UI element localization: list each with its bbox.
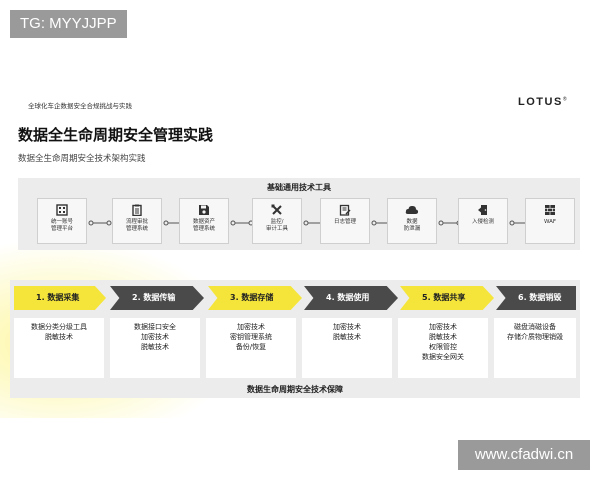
tool-approval-system: 流程审批管理系统 bbox=[112, 198, 162, 244]
stage-item: 数据安全网关 bbox=[422, 353, 464, 361]
tool-label: 统一账号管理平台 bbox=[50, 219, 73, 232]
stage-collect-header: 1. 数据采集 bbox=[14, 286, 106, 310]
tool-audit: 监控/审计工具 bbox=[252, 198, 302, 244]
tools-icon bbox=[271, 204, 282, 215]
stage-transfer-body: 数据接口安全 加密技术 脱敏技术 bbox=[110, 318, 200, 378]
stage-item: 磁盘消磁设备 bbox=[514, 323, 556, 331]
stage-item: 脱敏技术 bbox=[429, 333, 457, 341]
page-subtitle: 数据全生命周期安全技术架构实践 bbox=[18, 154, 146, 164]
firewall-icon bbox=[545, 205, 555, 215]
stage-item: 脱敏技术 bbox=[45, 333, 73, 341]
cloud-icon bbox=[405, 205, 419, 214]
page-title: 数据全生命周期安全管理实践 bbox=[18, 126, 214, 144]
stage-transfer-header: 2. 数据传输 bbox=[110, 286, 204, 310]
tool-label: 数据防泄漏 bbox=[403, 219, 421, 232]
lifecycle-stages-panel: 1. 数据采集 2. 数据传输 3. 数据存储 4. 数据使用 5. 数据共享 … bbox=[10, 280, 580, 398]
stage-item: 脱敏技术 bbox=[141, 343, 169, 351]
stage-item: 数据接口安全 bbox=[134, 323, 176, 331]
tool-intrusion-detection: 入侵检测 bbox=[458, 198, 508, 244]
stage-destroy-header: 6. 数据销毁 bbox=[496, 286, 576, 310]
stage-destroy-body: 磁盘消磁设备 存储介质物理销毁 bbox=[494, 318, 576, 378]
slide: 全球化车企数据安全合规挑战与实践 LOTUS® 数据全生命周期安全管理实践 数据… bbox=[0, 88, 600, 418]
stage-use-body: 加密技术 脱敏技术 bbox=[302, 318, 392, 378]
tool-label: 日志管理 bbox=[333, 219, 356, 225]
connector bbox=[88, 220, 112, 226]
watermark-top: TG: MYYJJPP bbox=[10, 10, 127, 38]
stage-item: 数据分类分级工具 bbox=[31, 323, 87, 331]
connector bbox=[230, 220, 254, 226]
tool-label: 监控/审计工具 bbox=[265, 219, 288, 232]
logo-registered-mark: ® bbox=[562, 96, 568, 103]
stage-item: 加密技术 bbox=[237, 323, 265, 331]
tool-waf: WAF bbox=[525, 198, 575, 244]
watermark-bottom: www.cfadwi.cn bbox=[458, 440, 590, 470]
tool-label: 入侵检测 bbox=[471, 219, 494, 225]
tool-label: 流程审批管理系统 bbox=[125, 219, 148, 232]
stage-item: 加密技术 bbox=[141, 333, 169, 341]
logo-text: LOTUS bbox=[518, 96, 563, 108]
log-icon bbox=[339, 204, 351, 216]
tools-panel: 基础通用技术工具 统一账号管理平台 流程审批管理系统 bbox=[18, 178, 580, 250]
stage-storage-body: 加密技术 密钥管理系统 备份/恢复 bbox=[206, 318, 296, 378]
lotus-logo: LOTUS® bbox=[518, 96, 568, 108]
stage-item: 权限管控 bbox=[429, 343, 457, 351]
tool-asset-system: 数据资产管理系统 bbox=[179, 198, 229, 244]
stage-use-header: 4. 数据使用 bbox=[304, 286, 398, 310]
stage-collect-body: 数据分类分级工具 脱敏技术 bbox=[14, 318, 104, 378]
stage-item: 备份/恢复 bbox=[235, 343, 267, 351]
stage-item: 加密技术 bbox=[333, 323, 361, 331]
header-small-title: 全球化车企数据安全合规挑战与实践 bbox=[28, 102, 132, 110]
floppy-disk-icon bbox=[199, 205, 209, 215]
stage-item: 密钥管理系统 bbox=[230, 333, 272, 341]
stage-item: 存储介质物理销毁 bbox=[507, 333, 563, 341]
tool-account-platform: 统一账号管理平台 bbox=[37, 198, 87, 244]
stage-item: 加密技术 bbox=[429, 323, 457, 331]
stage-storage-header: 3. 数据存储 bbox=[208, 286, 302, 310]
tool-label: 数据资产管理系统 bbox=[192, 219, 215, 232]
tool-dlp: 数据防泄漏 bbox=[387, 198, 437, 244]
grid-icon bbox=[56, 204, 68, 216]
stage-share-body: 加密技术 脱敏技术 权限管控 数据安全网关 bbox=[398, 318, 488, 378]
stage-item: 脱敏技术 bbox=[333, 333, 361, 341]
stage-share-header: 5. 数据共享 bbox=[400, 286, 494, 310]
tool-label: WAF bbox=[543, 219, 557, 225]
stages-footer-label: 数据生命周期安全技术保障 bbox=[247, 385, 343, 394]
door-entry-icon bbox=[478, 205, 487, 215]
tools-panel-title: 基础通用技术工具 bbox=[267, 183, 331, 192]
tool-log-management: 日志管理 bbox=[320, 198, 370, 244]
clipboard-icon bbox=[132, 204, 142, 216]
